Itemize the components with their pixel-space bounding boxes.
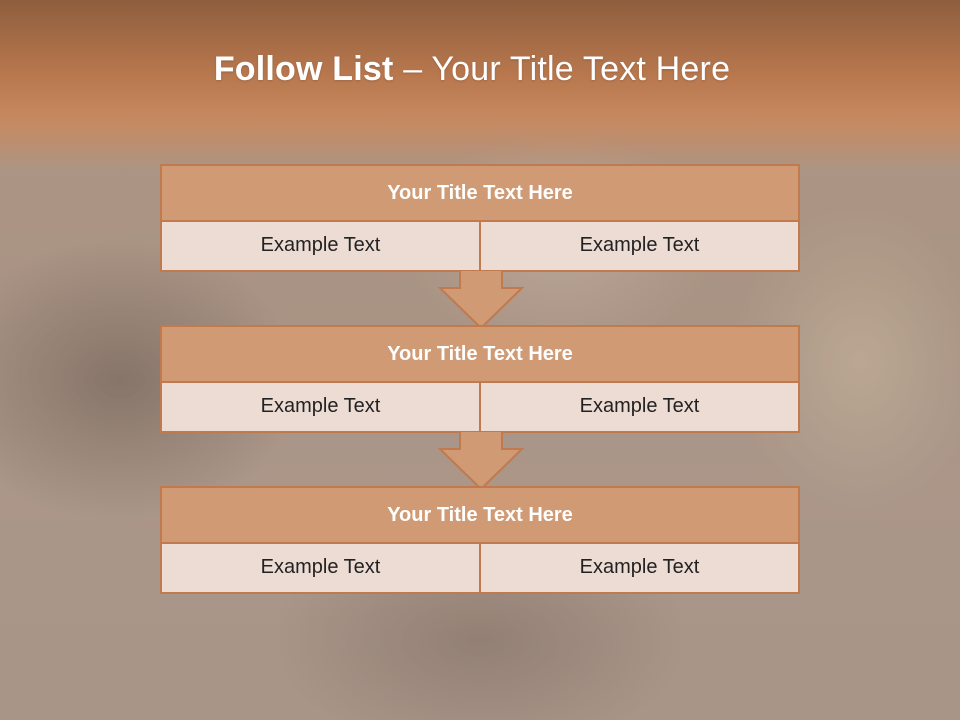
block-row: Example Text Example Text [162,544,798,592]
block-cell-left: Example Text [162,383,479,431]
block-cell-left: Example Text [162,222,479,270]
block-title: Your Title Text Here [162,327,798,383]
block-cell-right: Example Text [479,544,798,592]
down-arrow-icon [438,270,524,330]
down-arrow-icon [438,431,524,491]
block-row: Example Text Example Text [162,383,798,431]
list-block-3: Your Title Text Here Example Text Exampl… [160,486,800,594]
block-title: Your Title Text Here [162,488,798,544]
block-cell-right: Example Text [479,222,798,270]
header-band [0,0,960,170]
slide-title-rest: – Your Title Text Here [393,50,731,88]
list-block-1: Your Title Text Here Example Text Exampl… [160,164,800,272]
block-row: Example Text Example Text [162,222,798,270]
block-cell-left: Example Text [162,544,479,592]
list-block-2: Your Title Text Here Example Text Exampl… [160,325,800,433]
block-title: Your Title Text Here [162,166,798,222]
slide-title: Follow List – Your Title Text Here [0,50,944,89]
slide-title-bold: Follow List [213,50,394,88]
block-cell-right: Example Text [479,383,798,431]
